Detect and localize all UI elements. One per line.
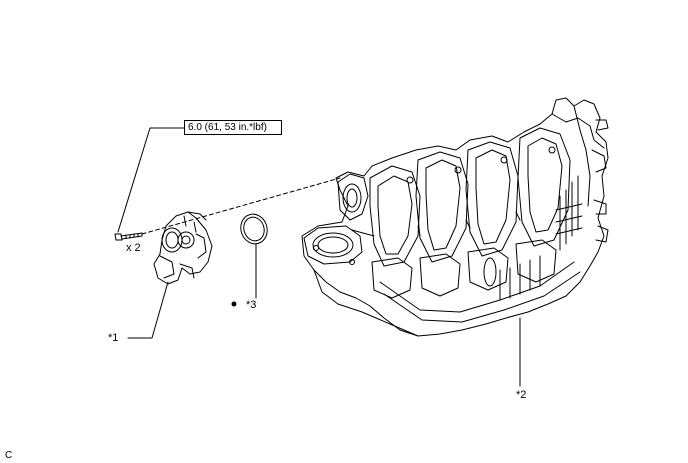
callout-1-label: *1: [108, 332, 119, 344]
bolt-quantity-label: x 2: [126, 242, 141, 254]
callout-1-leader: [127, 281, 169, 339]
torque-spec-box: 6.0 (61, 53 in.*lbf): [184, 120, 282, 135]
figure-code-label: C: [5, 450, 13, 461]
gasket-ring-icon: [240, 213, 268, 245]
bolt-icon: [114, 232, 143, 241]
callout-3-label: *3: [246, 299, 257, 311]
torque-leader-line: [117, 127, 185, 233]
intake-manifold-drawing: [301, 97, 609, 337]
callout-2-label: *2: [516, 389, 527, 401]
torque-spec-text: 6.0 (61, 53 in.*lbf): [188, 122, 267, 133]
throttle-body-drawing: [153, 211, 213, 285]
assembly-axis-line: [141, 177, 341, 235]
filled-circle-icon: [231, 301, 237, 307]
